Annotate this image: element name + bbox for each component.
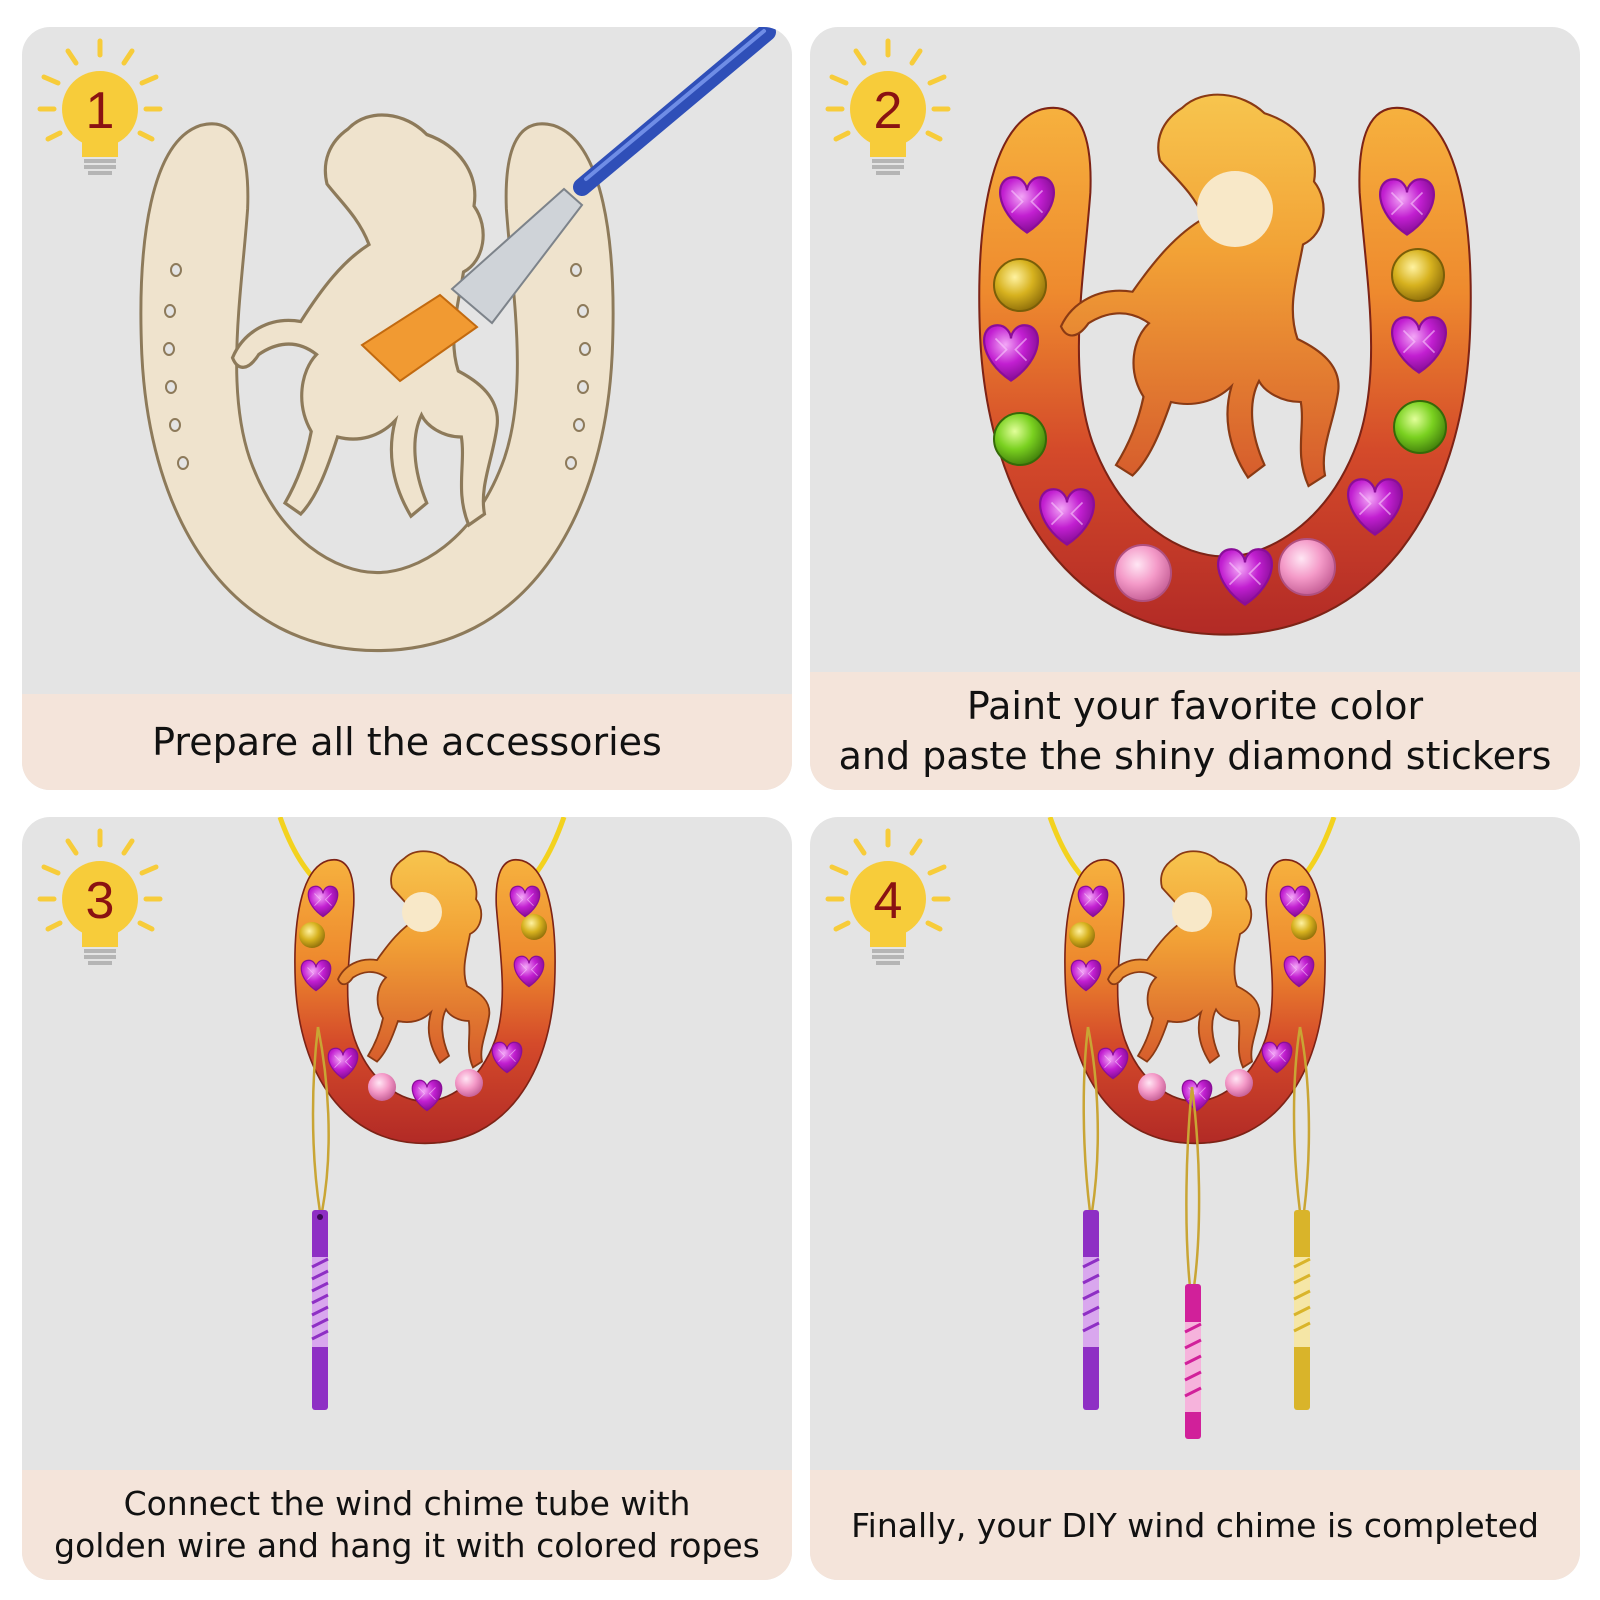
step-caption: Prepare all the accessories xyxy=(22,694,792,790)
caption-line: Paint your favorite color xyxy=(966,684,1424,728)
lightbulb-number-1-icon: 1 xyxy=(37,38,163,175)
lightbulb-number-2-icon: 2 xyxy=(825,38,951,175)
gold-chime-tube xyxy=(1293,1210,1311,1410)
horseshoe-with-one-tube-illustration xyxy=(277,817,567,1410)
step-number: 2 xyxy=(874,82,903,140)
caption-line: Connect the wind chime tube with xyxy=(123,1484,691,1523)
caption-line: golden wire and hang it with colored rop… xyxy=(54,1526,760,1565)
lightbulb-number-4-icon: 4 xyxy=(825,828,951,965)
caption-line: Prepare all the accessories xyxy=(152,720,662,764)
painted-horseshoe-illustration xyxy=(978,93,1472,636)
caption-line: Finally, your DIY wind chime is complete… xyxy=(851,1505,1539,1545)
lightbulb-number-3-icon: 3 xyxy=(37,828,163,965)
step-2-panel: 2 Paint your favorite color and paste th… xyxy=(810,27,1580,790)
paint-brush-icon xyxy=(360,27,776,383)
step-number: 3 xyxy=(86,872,115,930)
step-caption: Connect the wind chime tube with golden … xyxy=(22,1470,792,1580)
step-number: 1 xyxy=(86,82,115,140)
unpainted-horseshoe-illustration xyxy=(139,27,776,653)
step-number: 4 xyxy=(874,872,903,930)
purple-chime-tube xyxy=(311,1210,329,1410)
step-caption: Finally, your DIY wind chime is complete… xyxy=(810,1470,1580,1580)
step-1-panel: 1 Prepare all the accessories xyxy=(22,27,792,790)
step-3-panel: 3 Connect the wind chime tube with golde… xyxy=(22,817,792,1580)
pink-chime-tube xyxy=(1184,1284,1202,1439)
step-caption: Paint your favorite color and paste the … xyxy=(810,672,1580,790)
completed-wind-chime-illustration xyxy=(1047,817,1337,1439)
purple-chime-tube xyxy=(1082,1210,1100,1410)
step-4-panel: 4 Finally, your DIY wind chime is comple… xyxy=(810,817,1580,1580)
caption-line: and paste the shiny diamond stickers xyxy=(838,734,1552,778)
